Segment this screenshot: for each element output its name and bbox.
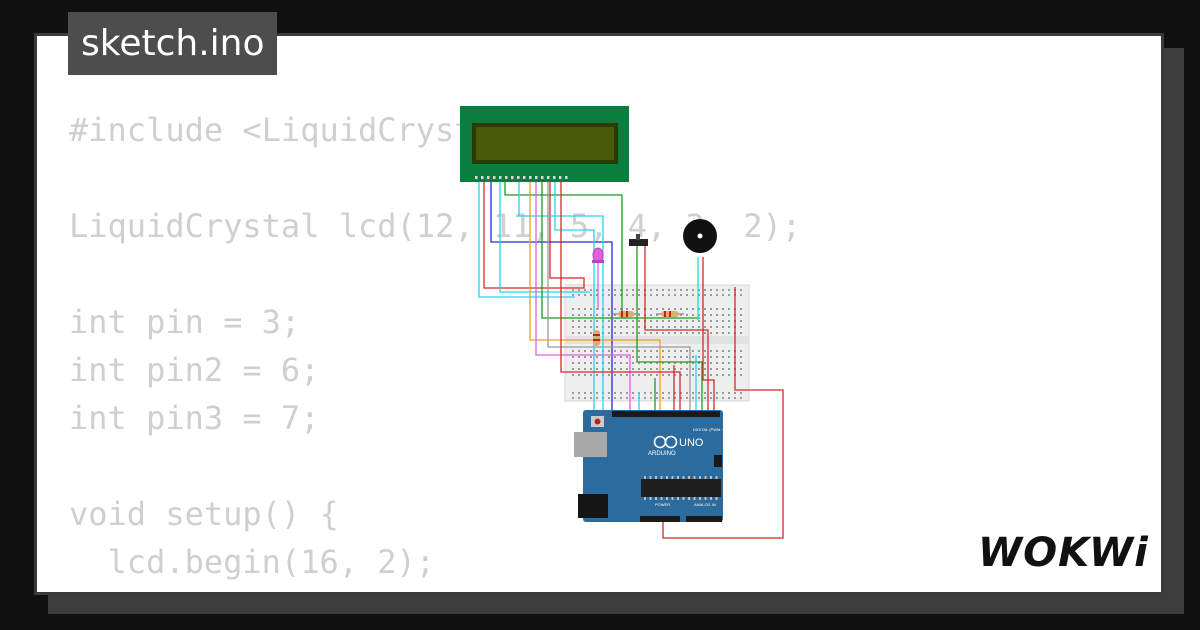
wokwi-logo: WOKWi bbox=[978, 530, 1149, 574]
wokwi-logo-text: WOKWi bbox=[978, 530, 1149, 574]
atmega-chip bbox=[641, 479, 721, 497]
code-line: void setup() { bbox=[69, 495, 339, 533]
power-label: POWER bbox=[655, 502, 670, 507]
resistor-2 bbox=[656, 311, 684, 317]
arduino-uno: UNO ARDUINO DIGITAL (PWM ~) POWER ANALOG… bbox=[574, 410, 726, 522]
lcd-screen bbox=[476, 127, 614, 160]
power-header bbox=[640, 516, 680, 522]
usb-port bbox=[574, 432, 607, 457]
code-line: int pin2 = 6; bbox=[69, 351, 320, 389]
arduino-brand-label: ARDUINO bbox=[648, 451, 676, 457]
digital-label: DIGITAL (PWM ~) bbox=[693, 427, 726, 432]
lcd-display bbox=[460, 106, 629, 182]
resistor-1 bbox=[613, 311, 640, 317]
code-line: int pin = 3; bbox=[69, 303, 301, 341]
power-jack bbox=[578, 494, 608, 518]
wires bbox=[478, 182, 784, 539]
breadboard bbox=[564, 284, 750, 402]
file-tab[interactable]: sketch.ino bbox=[68, 12, 278, 75]
slide-switch bbox=[629, 234, 648, 246]
code-line: pinMode(pin, OUTPUT); bbox=[69, 586, 801, 592]
led bbox=[592, 247, 604, 263]
digital-header bbox=[612, 411, 720, 417]
analog-label: ANALOG IN bbox=[694, 502, 716, 507]
code-line: lcd.begin(16, 2); bbox=[69, 543, 436, 581]
buzzer bbox=[683, 219, 717, 253]
analog-header bbox=[686, 516, 722, 522]
arduino-model-label: UNO bbox=[679, 437, 704, 449]
code-line: int pin3 = 7; bbox=[69, 399, 320, 437]
resistor-3 bbox=[593, 330, 600, 346]
